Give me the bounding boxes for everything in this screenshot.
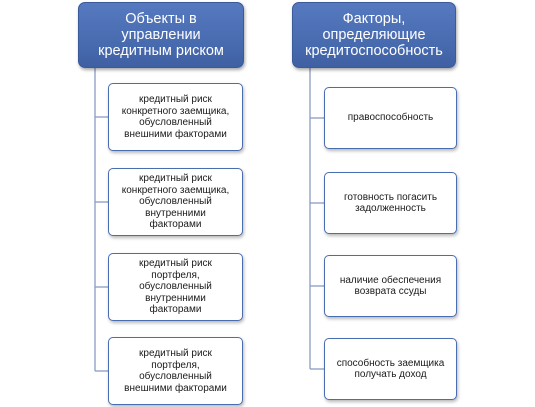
left-item-3-text: кредитный риск портфеля, обусловленный в… — [139, 258, 212, 316]
right-item-4: способность заемщика получать доход — [324, 338, 457, 400]
left-item-1-text: кредитный риск конкретного заемщика, обу… — [121, 94, 230, 140]
right-item-4-text: способность заемщика получать доход — [336, 357, 445, 381]
right-column-header-text: Факторы, определяющие кредитоспособность — [305, 11, 443, 59]
left-item-4: кредитный риск портфеля, обусловленный в… — [108, 337, 243, 405]
right-item-1: правоспособность — [324, 87, 457, 149]
right-item-3: наличие обеспечения возврата ссуды — [324, 255, 457, 317]
right-column-header: Факторы, определяющие кредитоспособность — [292, 2, 456, 68]
right-item-2-text: готовность погасить задолженность — [343, 191, 438, 215]
right-item-3-text: наличие обеспечения возврата ссуды — [339, 274, 442, 298]
left-item-2: кредитный риск конкретного заемщика, обу… — [108, 168, 243, 236]
left-item-3: кредитный риск портфеля, обусловленный в… — [108, 253, 243, 321]
left-column-header: Объекты в управлении кредитным риском — [78, 2, 244, 68]
left-item-2-text: кредитный риск конкретного заемщика, обу… — [121, 173, 230, 231]
left-column-header-text: Объекты в управлении кредитным риском — [98, 11, 224, 59]
left-item-4-text: кредитный риск портфеля, обусловленный в… — [124, 348, 227, 394]
left-item-1: кредитный риск конкретного заемщика, обу… — [108, 83, 243, 151]
right-item-2: готовность погасить задолженность — [324, 172, 457, 234]
right-item-1-text: правоспособность — [347, 112, 434, 124]
